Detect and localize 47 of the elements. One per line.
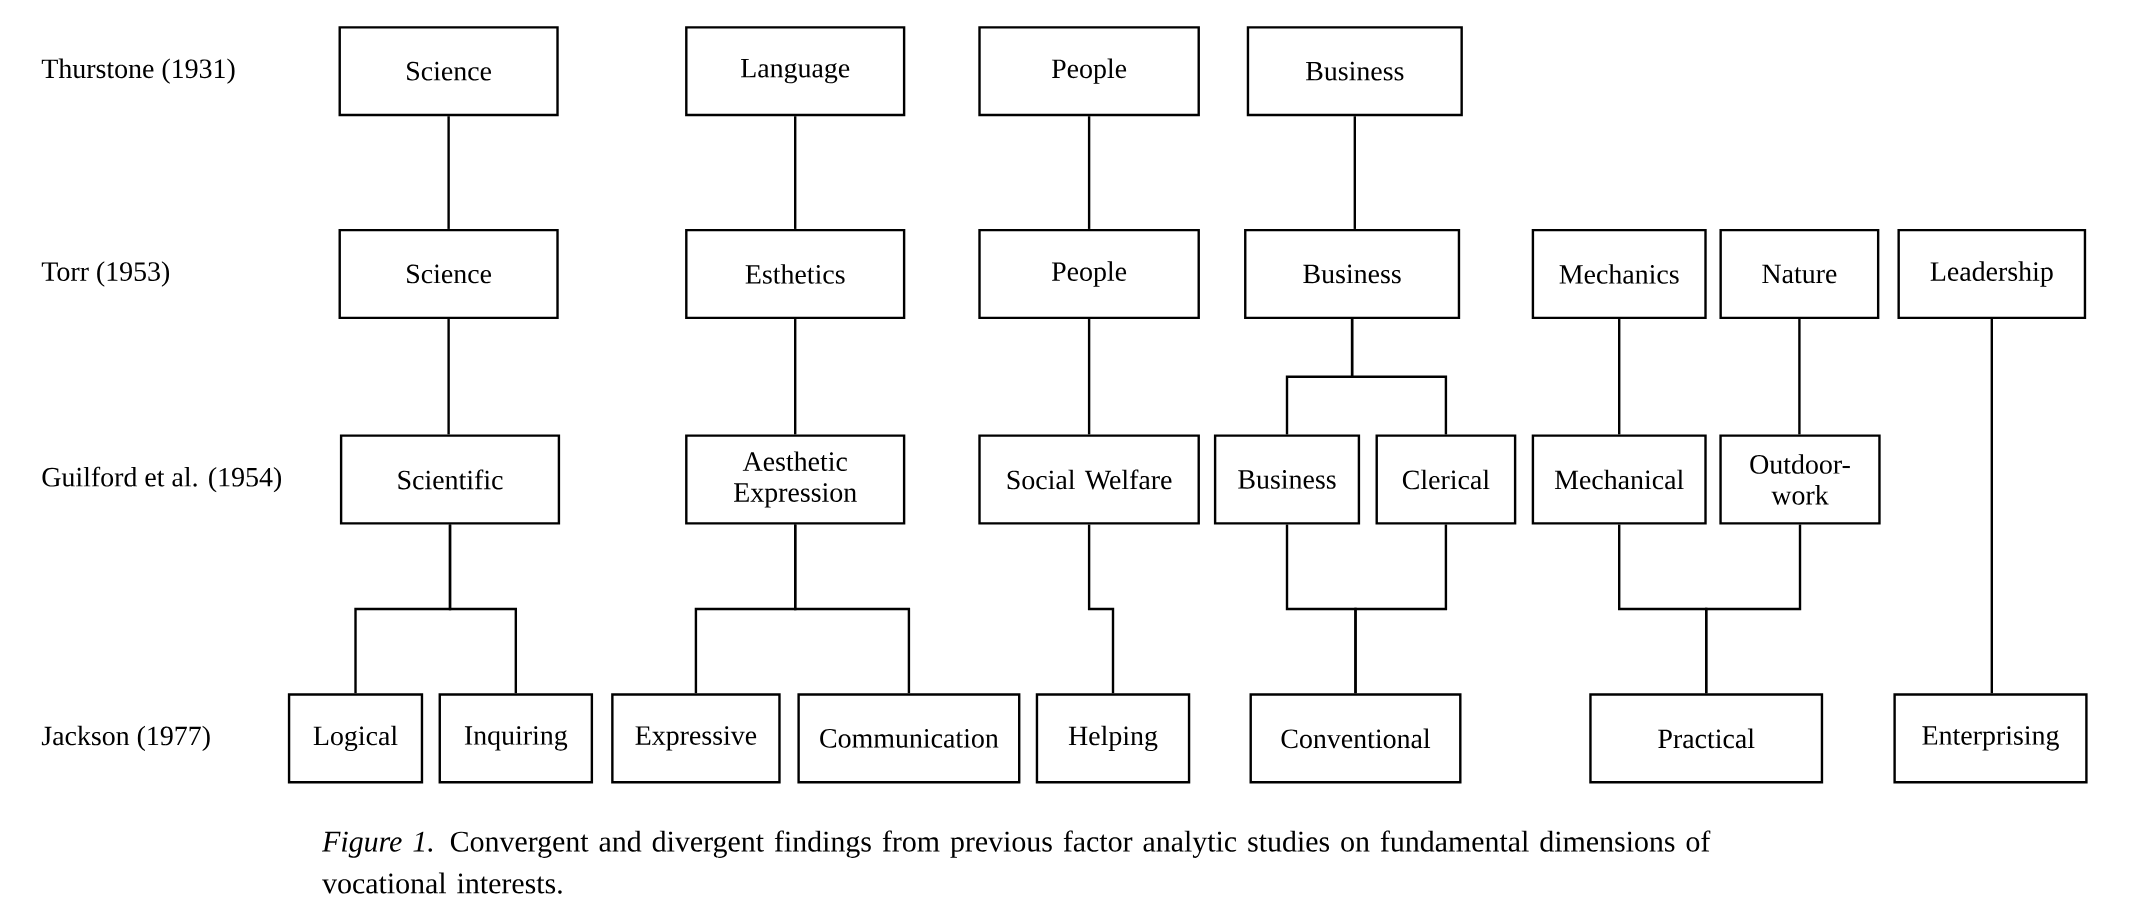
connector-line [1705,524,1802,694]
connector-line [1618,319,1621,435]
connector-line [1087,524,1115,694]
category-box: Social Welfare [978,434,1200,525]
category-box: Science [338,228,559,320]
connector-line [794,319,797,435]
connector-line [1087,116,1091,229]
category-box: Conventional [1249,693,1462,784]
category-box: Leadership [1897,228,2087,320]
category-box: Aesthetic Expression [685,434,906,525]
category-box: Communication [797,693,1021,784]
category-box: Nature [1719,228,1880,320]
category-box: Scientific [339,434,561,525]
figure-caption: Figure 1. Convergent and divergent findings from previous factor analytic studies on fundamental dimensions of vocational interests. [321,830,1711,894]
connector-line [794,116,797,229]
connector-line [1354,524,1448,694]
category-box: Practical [1589,693,1824,784]
row-label: Torr (1953) [41,261,170,287]
category-box: Mechanical [1531,434,1707,525]
connector-line [1798,319,1801,435]
category-box: Business [1244,228,1461,320]
category-box: Business [1213,434,1361,525]
connector-line [1353,116,1356,229]
row-label: Jackson (1977) [41,725,210,752]
category-box: Science [338,26,559,117]
category-box: Enterprising [1893,693,2088,784]
connector-line [447,116,450,229]
category-box: Esthetics [685,228,906,320]
category-box: People [978,228,1200,320]
row-label: Guilford et al. (1954) [42,466,281,493]
connector-line [447,319,450,435]
category-box: Language [685,26,906,117]
connector-line [794,524,911,694]
row-label: Thurstone (1931) [41,58,235,84]
connector-line [1990,319,1993,694]
category-box: Outdoor-work [1719,434,1881,525]
category-box: Business [1246,26,1463,117]
category-box: Inquiring [438,693,594,784]
category-box: Logical [287,693,424,784]
category-box: Clerical [1375,434,1517,525]
category-box: People [978,26,1200,117]
category-box: Expressive [611,693,781,784]
category-box: Helping [1035,693,1191,784]
connector-line [448,524,517,694]
category-box: Mechanics [1531,228,1707,320]
connector-line [1087,319,1091,435]
connector-line [1350,319,1448,435]
